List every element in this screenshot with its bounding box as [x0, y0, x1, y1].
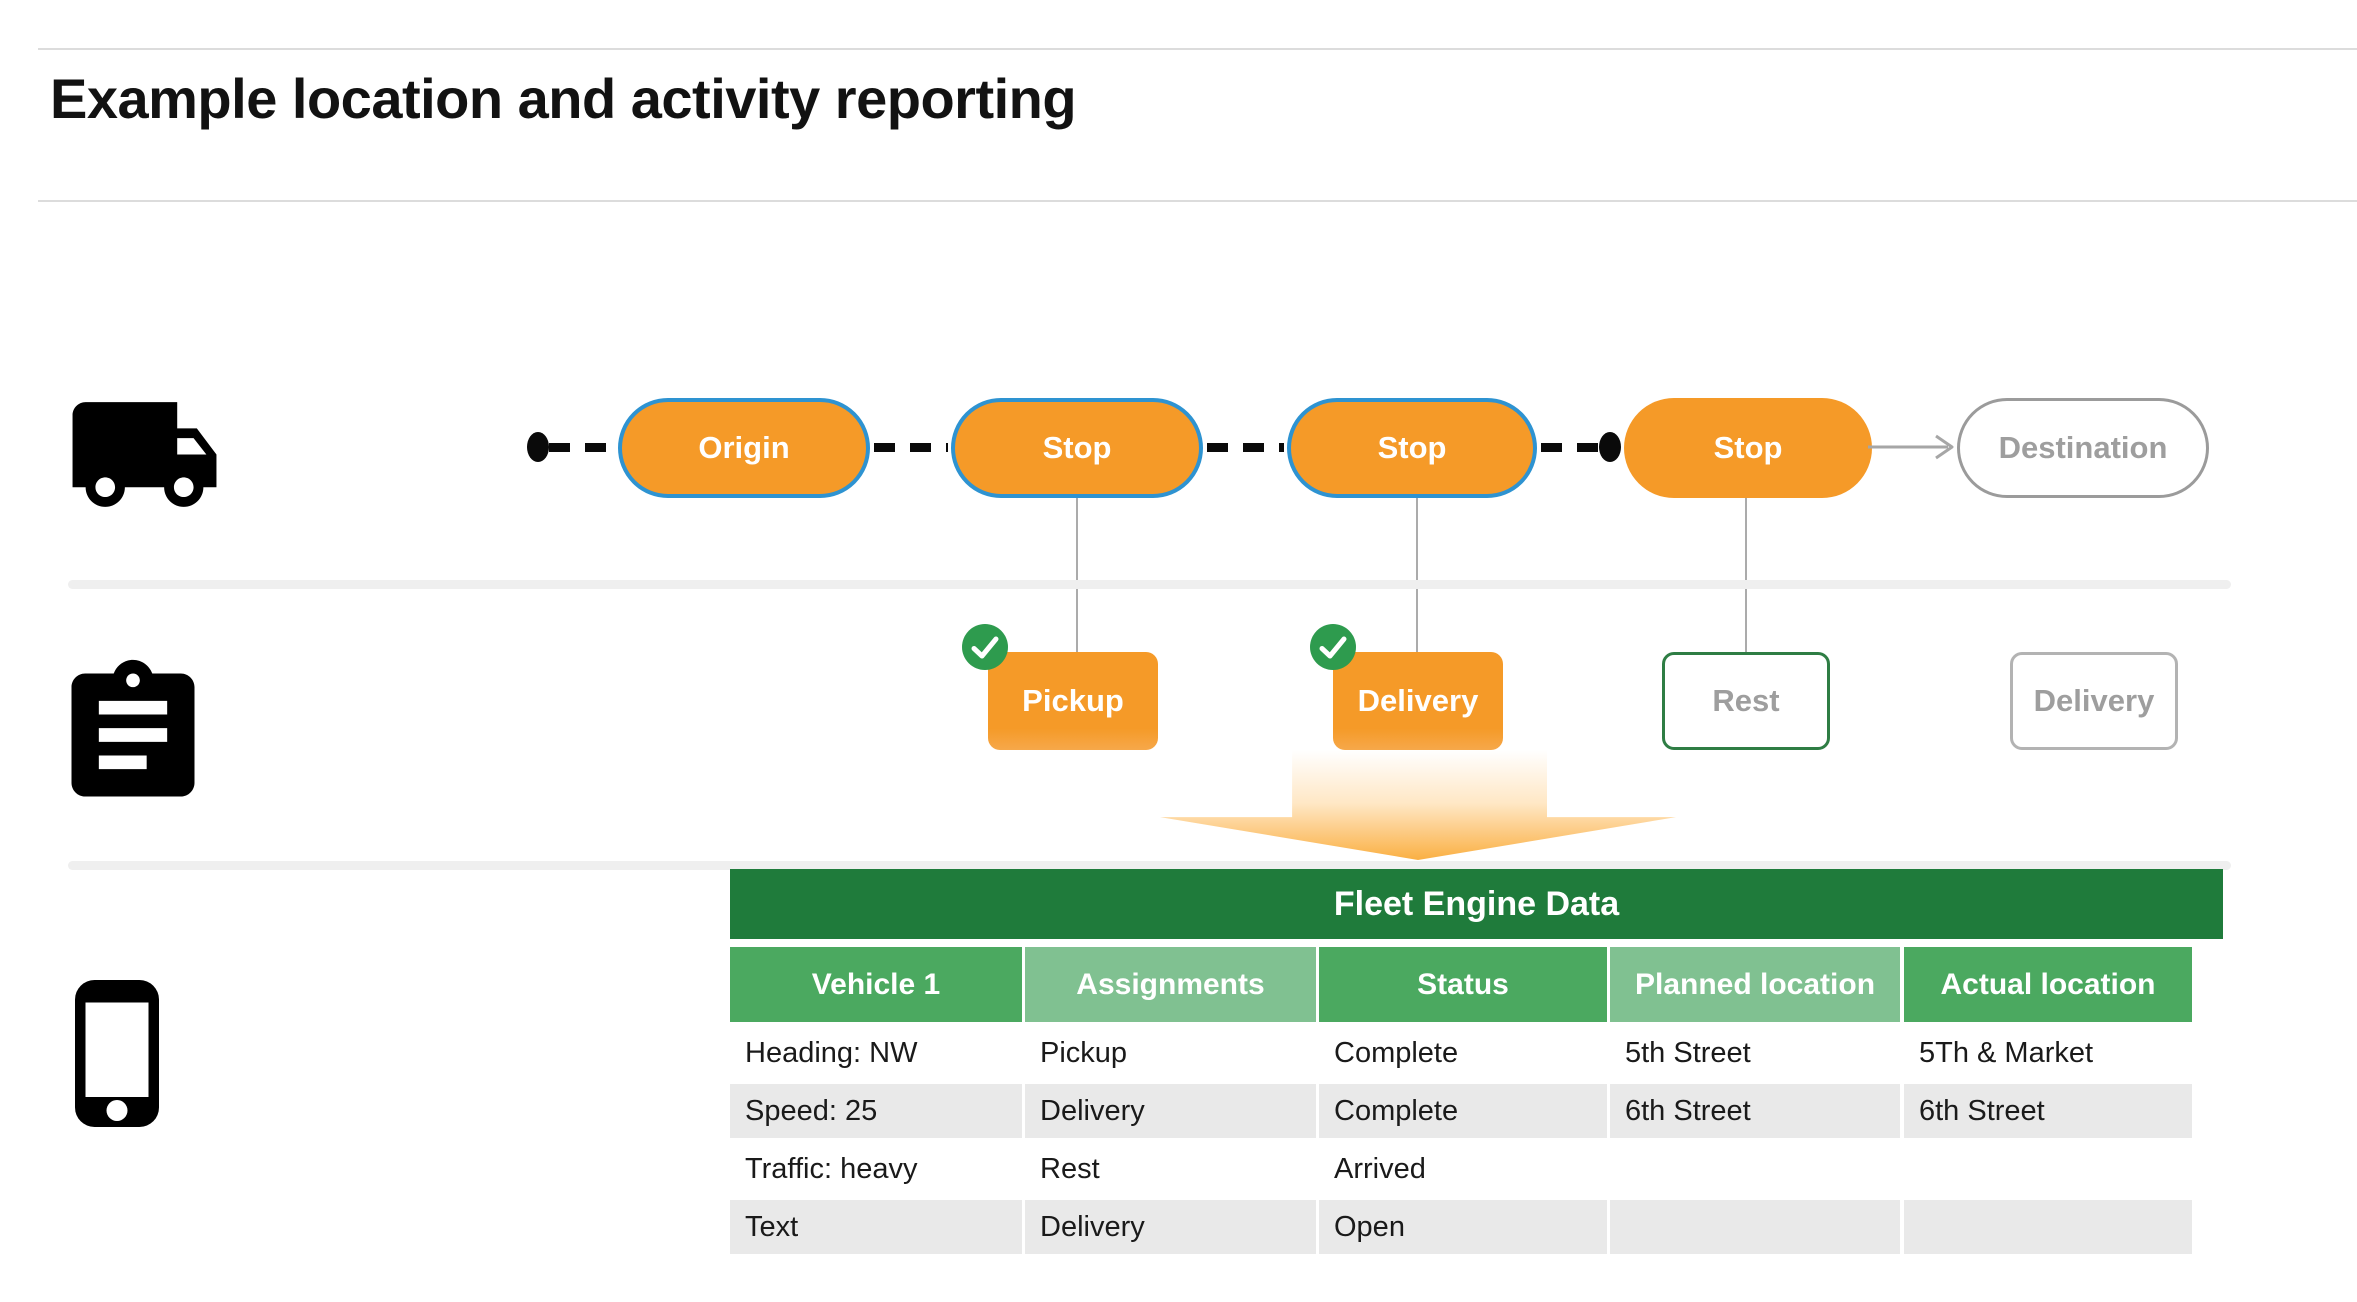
column-header-vehicle: Vehicle 1	[730, 947, 1022, 1022]
table-cell: Text	[730, 1200, 1022, 1254]
table-cell: Complete	[1319, 1026, 1607, 1080]
table-cell	[1904, 1200, 2192, 1254]
table-cell: Pickup	[1025, 1026, 1316, 1080]
table-cell: 5th Street	[1610, 1026, 1900, 1080]
activity-box-delivery: Delivery	[1333, 652, 1503, 750]
column-header-planned-location: Planned location	[1610, 947, 1900, 1022]
column-header-label: Actual location	[1940, 967, 2156, 1001]
page-title: Example location and activity reporting	[50, 67, 1077, 130]
section-divider	[68, 580, 2231, 589]
connector-line	[1745, 498, 1747, 652]
route-stop-pill-1: Stop	[951, 398, 1203, 498]
table-cell	[1610, 1200, 1900, 1254]
route-stop-pill-origin: Origin	[618, 398, 870, 498]
route-stop-label: Stop	[1713, 430, 1783, 465]
vehicle-position-dot	[1599, 432, 1621, 462]
activity-label: Delivery	[2033, 683, 2155, 718]
table-cell: Delivery	[1025, 1200, 1316, 1254]
table-cell: Arrived	[1319, 1142, 1607, 1196]
table-cell: 6th Street	[1904, 1084, 2192, 1138]
table-cell: Rest	[1025, 1142, 1316, 1196]
route-dashed-segment	[874, 443, 948, 452]
column-header-label: Vehicle 1	[811, 967, 941, 1001]
table-cell: Complete	[1319, 1084, 1607, 1138]
route-stop-label: Stop	[1377, 430, 1447, 465]
route-dashed-segment	[549, 443, 615, 452]
activity-label: Pickup	[1022, 683, 1124, 718]
table-cell: Traffic: heavy	[730, 1142, 1022, 1196]
activity-box-delivery-pending: Delivery	[2010, 652, 2178, 750]
route-stop-pill-destination: Destination	[1957, 398, 2209, 498]
column-header-assignments: Assignments	[1025, 947, 1316, 1022]
route-dashed-segment	[1541, 443, 1598, 452]
table-cell: Delivery	[1025, 1084, 1316, 1138]
route-stop-label: Stop	[1042, 430, 1112, 465]
phone-icon	[75, 980, 159, 1127]
route-stop-pill-3: Stop	[1624, 398, 1872, 498]
connector-line	[1416, 498, 1418, 652]
check-circle-icon	[962, 624, 1008, 670]
table-cell: Open	[1319, 1200, 1607, 1254]
table-cell	[1904, 1142, 2192, 1196]
section-divider	[68, 861, 2231, 870]
clipboard-icon	[71, 659, 195, 797]
truck-icon	[72, 402, 217, 507]
column-header-status: Status	[1319, 947, 1607, 1022]
column-header-label: Assignments	[1076, 967, 1265, 1001]
column-header-label: Planned location	[1634, 967, 1876, 1001]
column-header-actual-location: Actual location	[1904, 947, 2192, 1022]
route-stop-pill-2: Stop	[1287, 398, 1537, 498]
table-cell	[1610, 1142, 1900, 1196]
activity-box-rest: Rest	[1662, 652, 1830, 750]
check-circle-icon	[1310, 624, 1356, 670]
activity-label: Delivery	[1357, 683, 1479, 718]
fleet-table-title: Fleet Engine Data	[1333, 884, 1620, 923]
route-stop-label: Destination	[1998, 430, 2168, 465]
activity-label: Rest	[1712, 683, 1780, 718]
connector-line	[1076, 498, 1078, 652]
table-cell: 5Th & Market	[1904, 1026, 2192, 1080]
destination-arrow	[1868, 434, 1954, 460]
table-cell: Speed: 25	[730, 1084, 1022, 1138]
column-header-label: Status	[1417, 967, 1509, 1001]
fleet-table-title-bar: Fleet Engine Data	[730, 869, 2223, 939]
table-cell: 6th Street	[1610, 1084, 1900, 1138]
table-cell: Heading: NW	[730, 1026, 1022, 1080]
data-flow-arrow	[1160, 750, 1676, 860]
header-bottom-rule	[38, 200, 2357, 202]
route-start-dot	[527, 432, 549, 462]
route-stop-label: Origin	[698, 430, 790, 465]
top-rule	[38, 48, 2357, 50]
activity-box-pickup: Pickup	[988, 652, 1158, 750]
route-dashed-segment	[1207, 443, 1284, 452]
